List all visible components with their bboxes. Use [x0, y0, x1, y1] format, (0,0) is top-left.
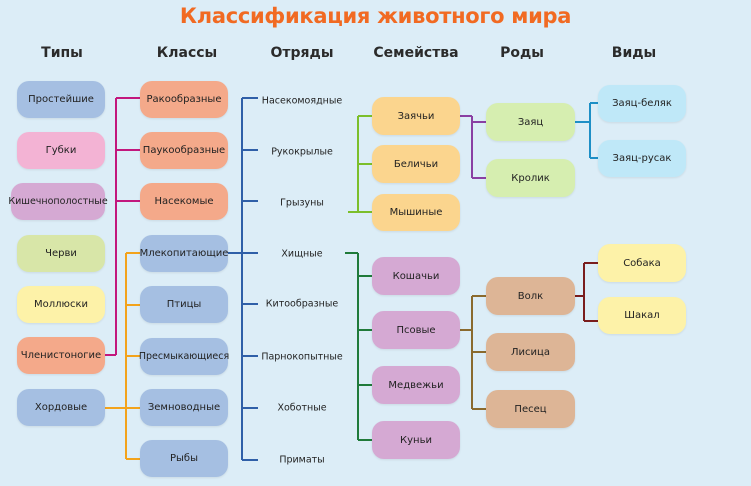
class-box: Птицы [140, 286, 228, 323]
class-box: Земноводные [140, 389, 228, 426]
rodent-connectors [348, 115, 372, 213]
genus-box: Лисица [486, 333, 575, 371]
genus-box: Песец [486, 390, 575, 428]
order-label: Грызуны [280, 197, 324, 209]
order-label: Китообразные [265, 298, 339, 310]
order-label: Парнокопытные [261, 351, 343, 363]
class-box: Рыбы [140, 440, 228, 477]
diagram-title: Классификация животного мира [179, 4, 572, 28]
family-box: Куньи [372, 421, 460, 459]
canine-family-connectors [460, 295, 486, 410]
family-box: Мышиные [372, 194, 460, 231]
order-label: Хищные [281, 248, 323, 260]
header-families: Семейства [373, 45, 459, 61]
order-label: Рукокрылые [271, 146, 333, 158]
class-box: Млекопитающие [140, 235, 228, 272]
header-classes: Классы [156, 45, 218, 61]
order-label: Насекомоядные [261, 95, 343, 107]
family-box: Кошачьи [372, 257, 460, 295]
type-box: Хордовые [17, 389, 105, 426]
class-box: Насекомые [140, 183, 228, 220]
type-box: Черви [17, 235, 105, 272]
mammal-connectors [228, 97, 258, 461]
type-box: Простейшие [17, 81, 105, 118]
chordate-connectors [105, 252, 140, 460]
family-box: Медвежьи [372, 366, 460, 404]
carnivore-connectors [345, 252, 372, 441]
family-box: Беличьи [372, 145, 460, 183]
family-box: Заячьи [372, 97, 460, 135]
order-label: Приматы [279, 454, 325, 466]
class-box: Пресмыкающиеся [139, 338, 229, 375]
header-orders: Отряды [270, 45, 334, 61]
class-box: Паукообразные [140, 132, 228, 169]
family-box: Псовые [372, 311, 460, 349]
header-genera: Роды [500, 45, 544, 61]
type-box: Кишечнополостные [8, 183, 108, 220]
header-types: Типы [41, 45, 83, 61]
wolf-genus-connectors [575, 262, 598, 322]
type-box: Членистоногие [17, 337, 105, 374]
header-species: Виды [611, 45, 657, 61]
arthropod-connectors [105, 97, 140, 356]
genus-box: Заяц [486, 103, 575, 141]
species-box: Собака [598, 244, 686, 282]
type-box: Губки [17, 132, 105, 169]
hare-genus-connectors [575, 102, 598, 159]
species-box: Шакал [598, 297, 686, 334]
species-box: Заяц-беляк [598, 85, 686, 122]
species-box: Заяц-русак [598, 140, 686, 177]
hare-family-connectors [460, 115, 486, 179]
order-label: Хоботные [277, 402, 327, 414]
genus-box: Волк [486, 277, 575, 315]
type-box: Моллюски [17, 286, 105, 323]
genus-box: Кролик [486, 159, 575, 197]
class-box: Ракообразные [140, 81, 228, 118]
